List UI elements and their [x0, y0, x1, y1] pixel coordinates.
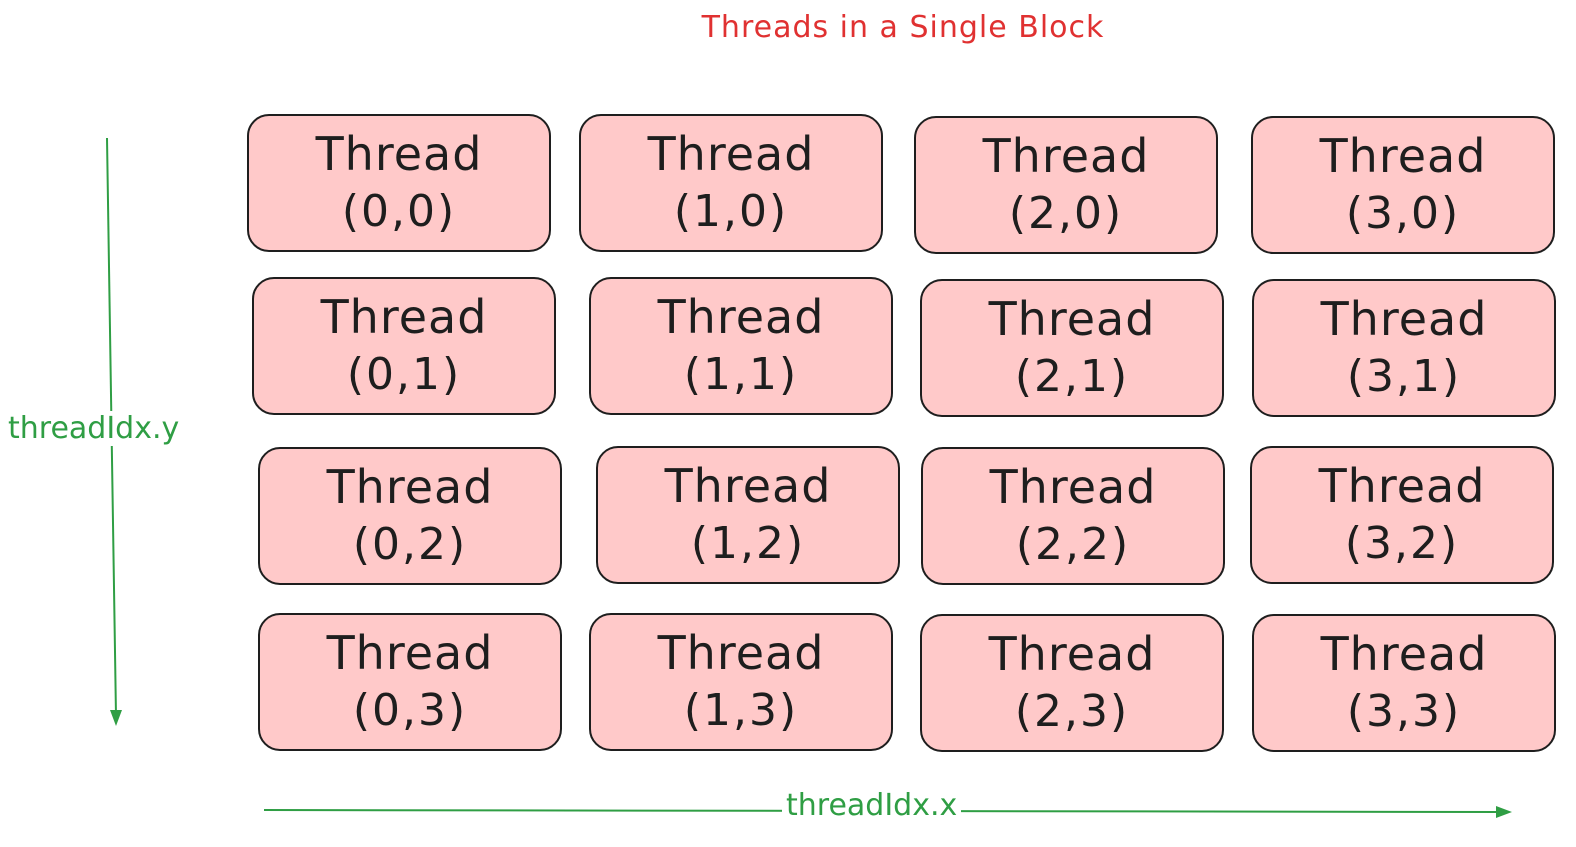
thread-coordinate: (0,3) — [352, 685, 468, 736]
thread-label: Thread — [989, 460, 1157, 514]
thread-coordinate: (1,1) — [683, 349, 799, 400]
thread-label: Thread — [1318, 459, 1486, 513]
x-axis-label: threadIdx.x — [782, 788, 962, 823]
thread-box: Thread (3,3) — [1252, 614, 1556, 752]
thread-box: Thread (0,1) — [252, 277, 556, 415]
thread-box: Thread (3,0) — [1251, 116, 1555, 254]
thread-label: Thread — [988, 627, 1156, 681]
thread-coordinate: (2,1) — [1014, 351, 1130, 402]
thread-coordinate: (2,3) — [1014, 686, 1130, 737]
thread-box: Thread (1,2) — [596, 446, 900, 584]
thread-coordinate: (3,2) — [1344, 518, 1460, 569]
thread-label: Thread — [320, 290, 488, 344]
thread-coordinate: (2,2) — [1015, 519, 1131, 570]
thread-box: Thread (0,0) — [247, 114, 551, 252]
thread-label: Thread — [326, 460, 494, 514]
thread-label: Thread — [326, 626, 494, 680]
thread-coordinate: (0,0) — [341, 186, 457, 237]
thread-label: Thread — [657, 626, 825, 680]
thread-label: Thread — [664, 459, 832, 513]
thread-box: Thread (0,3) — [258, 613, 562, 751]
thread-label: Thread — [1319, 129, 1487, 183]
thread-box: Thread (1,1) — [589, 277, 893, 415]
thread-box: Thread (2,0) — [914, 116, 1218, 254]
thread-coordinate: (3,3) — [1346, 686, 1462, 737]
thread-coordinate: (0,1) — [346, 349, 462, 400]
thread-coordinate: (1,2) — [690, 518, 806, 569]
y-axis-label: threadIdx.y — [8, 411, 180, 446]
thread-box: Thread (3,2) — [1250, 446, 1554, 584]
thread-coordinate: (2,0) — [1008, 188, 1124, 239]
thread-label: Thread — [1320, 627, 1488, 681]
thread-box: Thread (1,0) — [579, 114, 883, 252]
thread-box: Thread (3,1) — [1252, 279, 1556, 417]
thread-label: Thread — [315, 127, 483, 181]
thread-label: Thread — [1320, 292, 1488, 346]
thread-box: Thread (2,2) — [921, 447, 1225, 585]
diagram-title: Threads in a Single Block — [701, 10, 1105, 45]
thread-box: Thread (2,3) — [920, 614, 1224, 752]
thread-box: Thread (2,1) — [920, 279, 1224, 417]
thread-box: Thread (1,3) — [589, 613, 893, 751]
thread-box: Thread (0,2) — [258, 447, 562, 585]
thread-coordinate: (3,0) — [1345, 188, 1461, 239]
thread-label: Thread — [657, 290, 825, 344]
thread-coordinate: (0,2) — [352, 519, 468, 570]
thread-label: Thread — [647, 127, 815, 181]
thread-coordinate: (3,1) — [1346, 351, 1462, 402]
thread-coordinate: (1,0) — [673, 186, 789, 237]
thread-label: Thread — [988, 292, 1156, 346]
thread-label: Thread — [982, 129, 1150, 183]
thread-coordinate: (1,3) — [683, 685, 799, 736]
